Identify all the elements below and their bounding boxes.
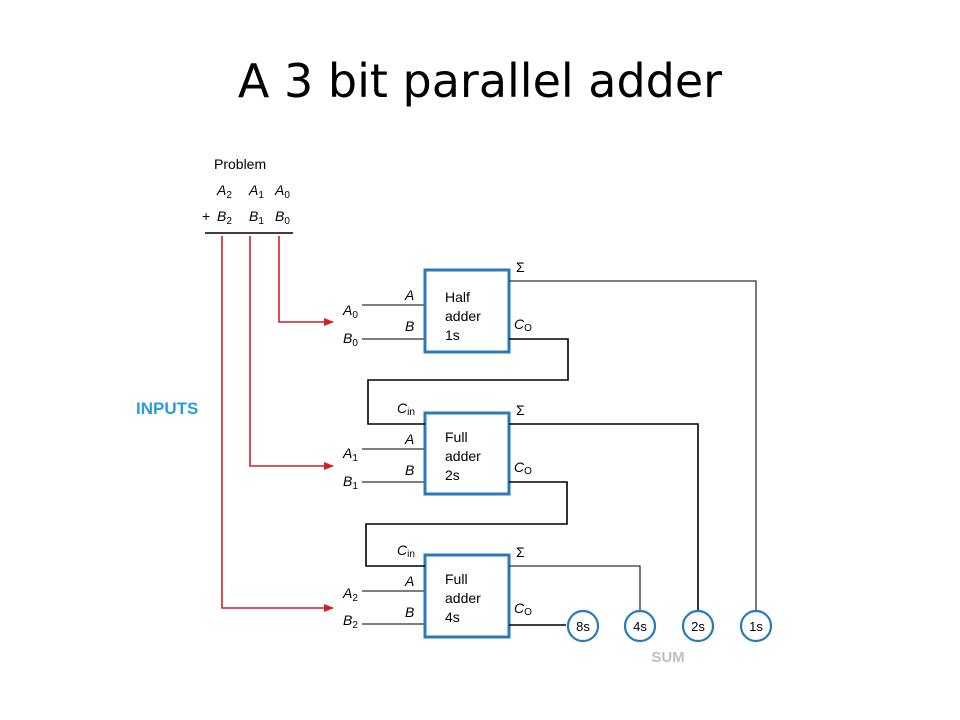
svg-text:B: B <box>405 318 414 334</box>
output-8s: 8s <box>566 609 600 643</box>
svg-text:4s: 4s <box>633 619 647 634</box>
svg-text:A2: A2 <box>342 585 358 604</box>
svg-text:B: B <box>405 604 414 620</box>
output-1s: 1s <box>739 609 773 643</box>
svg-text:Σ: Σ <box>516 544 525 560</box>
svg-text:A: A <box>404 287 414 303</box>
svg-text:CO: CO <box>514 316 532 334</box>
svg-text:Cin: Cin <box>397 542 415 560</box>
full-adder-4s: Cin A2 B2 A B Full adder 4s Σ CO <box>342 542 532 639</box>
svg-text:adder: adder <box>445 448 481 464</box>
output-2s: 2s <box>681 609 715 643</box>
svg-text:B1: B1 <box>343 473 358 492</box>
svg-text:Half: Half <box>445 289 470 305</box>
half-adder-1s: A0 B0 A B Half adder 1s Σ CO <box>342 259 532 354</box>
svg-text:CO: CO <box>514 459 532 477</box>
svg-text:B2: B2 <box>217 208 232 227</box>
input-line-b0 <box>278 236 334 326</box>
svg-text:A1: A1 <box>342 445 358 464</box>
svg-text:Full: Full <box>445 571 468 587</box>
svg-text:adder: adder <box>445 308 481 324</box>
svg-text:4s: 4s <box>445 609 460 625</box>
svg-text:B2: B2 <box>343 612 358 631</box>
svg-text:Cin: Cin <box>397 400 415 418</box>
svg-text:adder: adder <box>445 590 481 606</box>
svg-text:Full: Full <box>445 429 468 445</box>
sum-label: SUM <box>651 649 684 666</box>
svg-text:A2: A2 <box>216 182 232 201</box>
inputs-label: INPUTS <box>136 399 198 418</box>
svg-text:A: A <box>404 573 414 589</box>
svg-text:Σ: Σ <box>516 402 525 418</box>
svg-text:A0: A0 <box>342 302 358 321</box>
svg-text:2s: 2s <box>691 619 705 634</box>
input-line-b2 <box>221 236 334 612</box>
svg-text:B1: B1 <box>249 208 264 227</box>
svg-text:1s: 1s <box>445 327 460 343</box>
svg-text:A: A <box>404 431 414 447</box>
slide-title: A 3 bit parallel adder <box>237 54 723 108</box>
svg-text:8s: 8s <box>576 619 590 634</box>
problem-heading: Problem <box>214 156 266 172</box>
svg-text:B: B <box>405 462 414 478</box>
input-line-b1 <box>249 236 334 470</box>
svg-text:1s: 1s <box>749 619 763 634</box>
problem-top-row: A2 A1 A0 <box>216 182 290 201</box>
carry-wire-1-to-2 <box>367 338 569 425</box>
svg-text:2s: 2s <box>445 467 460 483</box>
sum-wire-1s <box>509 280 757 612</box>
carry-wire-2-to-3 <box>365 481 568 567</box>
svg-text:A0: A0 <box>274 182 290 201</box>
sum-wire-4s <box>509 565 641 612</box>
svg-text:B0: B0 <box>275 208 290 227</box>
svg-text:CO: CO <box>514 600 532 618</box>
full-adder-2s: Cin A1 B1 A B Full adder 2s Σ CO <box>342 400 532 496</box>
svg-text:Σ: Σ <box>516 259 525 275</box>
output-4s: 4s <box>623 609 657 643</box>
svg-text:A1: A1 <box>248 182 264 201</box>
problem-bottom-row: + B2 B1 B0 <box>202 208 290 227</box>
svg-text:+: + <box>202 208 210 224</box>
svg-text:B0: B0 <box>343 330 358 349</box>
sum-wire-2s <box>509 423 699 612</box>
